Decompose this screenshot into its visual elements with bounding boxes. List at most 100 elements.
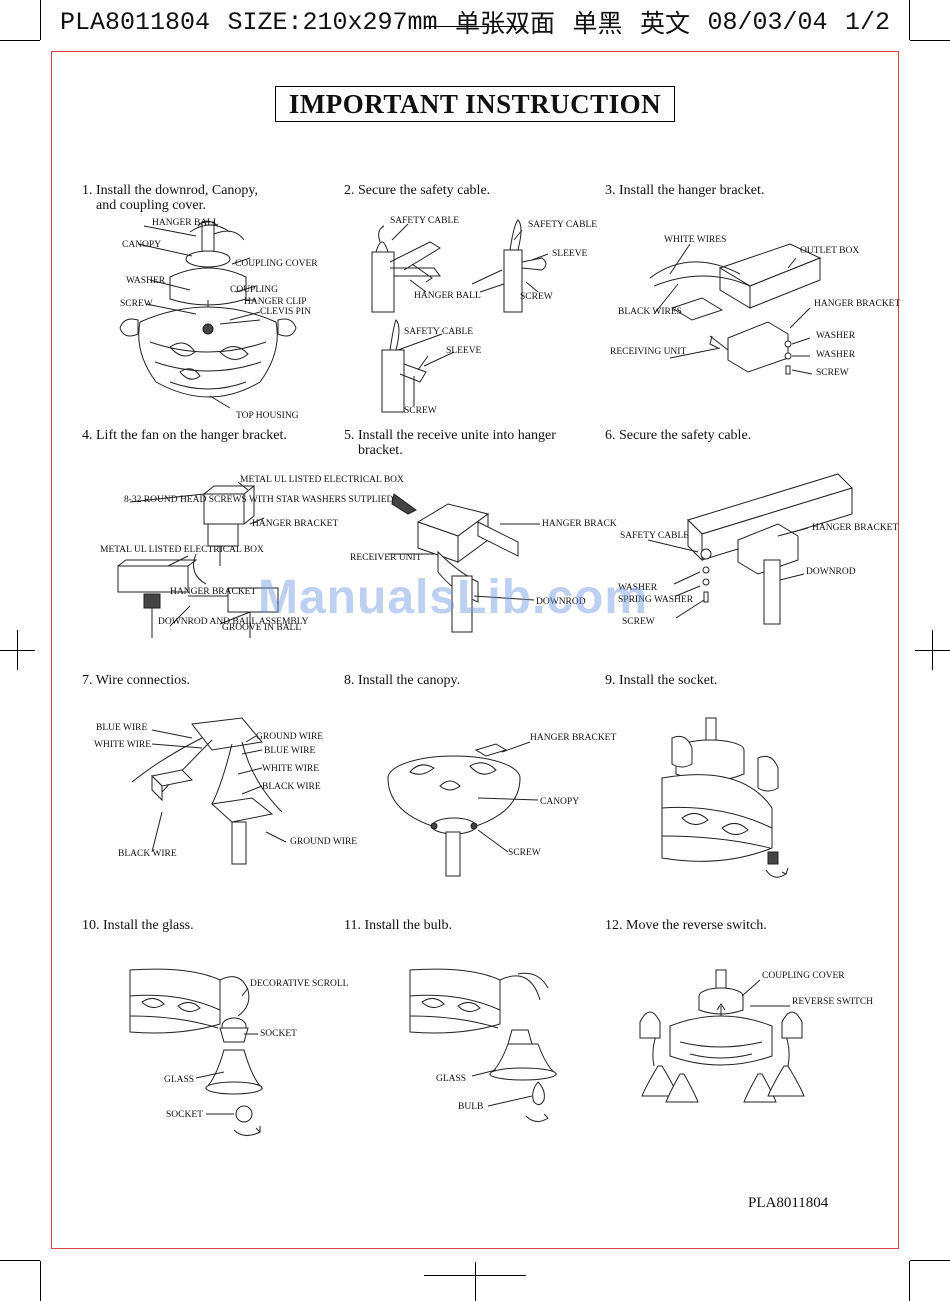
step-5-title: 5. Install the receive unite into hanger…	[344, 428, 556, 458]
label-hanger-clip: HANGER CLIP	[244, 297, 307, 307]
crop-mark	[910, 40, 950, 41]
label-safety-cable-b: SAFETY CABLE	[528, 220, 597, 230]
label-screw: SCREW	[816, 368, 849, 378]
step-12: 12. Move the reverse switch.	[605, 918, 855, 933]
watermark: ManualsLib.com	[258, 571, 649, 624]
label-downrod: DOWNROD	[806, 567, 856, 577]
label-blue-wire-b: BLUE WIRE	[264, 746, 315, 756]
crop-mark	[17, 630, 18, 670]
label-hanger-bracket: HANGER BRACKET	[812, 523, 898, 533]
header-color: 单黑	[572, 11, 623, 40]
step-3-title: 3. Install the hanger bracket.	[605, 183, 765, 198]
step-6: 6. Secure the safety cable.	[605, 428, 855, 443]
step-11: 11. Install the bulb.	[344, 918, 594, 933]
label-round-head-screws: 8-32 ROUND HEAD SCREWS WITH STAR WASHERS…	[124, 495, 394, 505]
step-11-title: 11. Install the bulb.	[344, 918, 452, 933]
label-spring-washer: SPRING WASHER	[618, 595, 694, 605]
label-hanger-bracket-a: HANGER BRACKET	[252, 519, 338, 529]
label-canopy: CANOPY	[122, 240, 161, 250]
label-ground-wire-a: GROUND WIRE	[256, 732, 323, 742]
label-glass: GLASS	[164, 1075, 194, 1085]
header-code: PLA8011804	[60, 7, 211, 37]
label-hanger-bracket: HANGER BRACKET	[530, 733, 616, 743]
label-hanger-bracket-b: HANGER BRACKET	[170, 587, 256, 597]
label-hanger-ball: HANGER BALL	[152, 218, 219, 228]
crop-mark	[0, 40, 40, 41]
header-sides: 单张双面	[455, 11, 556, 40]
label-canopy: CANOPY	[540, 797, 579, 807]
label-white-wire-b: WHITE WIRE	[262, 764, 319, 774]
page-frame	[51, 51, 899, 1249]
figure-4-lift-fan: METAL UL LISTED ELECTRICAL BOX 8-32 ROUN…	[100, 475, 404, 638]
label-safety-cable-c: SAFETY CABLE	[404, 327, 473, 337]
label-safety-cable: SAFETY CABLE	[620, 531, 689, 541]
label-blue-wire-a: BLUE WIRE	[96, 723, 147, 733]
step-9-title: 9. Install the socket.	[605, 673, 718, 688]
figure-6-safety-cable-2: SAFETY CABLE HANGER BRACKET DOWNROD WASH…	[618, 473, 898, 627]
step-6-title: 6. Secure the safety cable.	[605, 428, 752, 443]
step-8-title: 8. Install the canopy.	[344, 673, 461, 688]
step-4: 4. Lift the fan on the hanger bracket.	[82, 428, 332, 443]
crop-mark	[475, 1262, 476, 1301]
crop-mark	[424, 26, 526, 27]
label-socket-b: SOCKET	[166, 1110, 203, 1120]
step-12-title: 12. Move the reverse switch.	[605, 918, 767, 933]
crop-mark	[40, 1261, 41, 1301]
crop-mark	[932, 630, 933, 670]
label-socket-a: SOCKET	[260, 1029, 297, 1039]
label-coupling-cover: COUPLING COVER	[235, 259, 318, 269]
label-top-housing: TOP HOUSING	[236, 411, 299, 421]
figure-3-hanger-bracket: WHITE WIRES OUTLET BOX BLACK WIRES HANGE…	[610, 235, 900, 378]
label-black-wire-a: BLACK WIRE	[262, 782, 321, 792]
label-downrod: DOWNROD	[536, 597, 586, 607]
crop-mark	[40, 0, 41, 40]
label-screw-b: SCREW	[404, 406, 437, 416]
step-1: 1. Install the downrod, Canopy, and coup…	[82, 183, 332, 213]
label-white-wires: WHITE WIRES	[664, 235, 726, 245]
label-sleeve-b: SLEEVE	[446, 346, 482, 356]
label-groove-in-ball: GROOVE IN BALL	[222, 623, 301, 633]
page-title: IMPORTANT INSTRUCTION	[275, 86, 675, 122]
step-2-title: 2. Secure the safety cable.	[344, 183, 491, 198]
header-language: 英文	[639, 11, 690, 40]
label-coupling-cover: COUPLING COVER	[762, 971, 845, 981]
label-screw-a: SCREW	[520, 292, 553, 302]
label-safety-cable-a: SAFETY CABLE	[390, 216, 459, 226]
label-ground-wire-b: GROUND WIRE	[290, 837, 357, 847]
step-5: 5. Install the receive unite into hanger…	[344, 428, 594, 458]
header-page: 1/2	[844, 7, 890, 37]
step-2: 2. Secure the safety cable.	[344, 183, 594, 198]
step-4-title: 4. Lift the fan on the hanger bracket.	[82, 428, 287, 443]
label-metal-ul-box-a: METAL UL LISTED ELECTRICAL BOX	[240, 475, 404, 485]
figure-12-reverse-switch: COUPLING COVER REVERSE SWITCH	[639, 969, 873, 1103]
step-10-title: 10. Install the glass.	[82, 918, 194, 933]
label-hanger-bracket: HANGER BRACKET	[814, 299, 900, 309]
step-8: 8. Install the canopy.	[344, 673, 594, 688]
crop-mark	[909, 0, 910, 40]
label-hanger-brack: HANGER BRACK	[542, 519, 617, 529]
label-screw: SCREW	[120, 299, 153, 309]
crop-mark	[910, 1260, 950, 1261]
label-sleeve-a: SLEEVE	[552, 249, 588, 259]
label-black-wires: BLACK WIRES	[618, 307, 682, 317]
label-glass: GLASS	[436, 1074, 466, 1084]
figure-11-bulb: GLASS BULB	[409, 968, 558, 1122]
label-reverse-switch: REVERSE SWITCH	[792, 997, 873, 1007]
label-washer: WASHER	[618, 583, 658, 593]
label-coupling: COUPLING	[230, 285, 278, 295]
step-7: 7. Wire connectios.	[82, 673, 332, 688]
label-downrod-assembly: DOWNROD AND BALL ASSEMBLY	[158, 617, 309, 627]
label-screw: SCREW	[508, 848, 541, 858]
figure-5-receiver-unit: HANGER BRACK RECEIVER UNIT DOWNROD	[350, 493, 617, 633]
figure-8-canopy: HANGER BRACKET CANOPY SCREW	[387, 733, 616, 877]
label-washer-a: WASHER	[816, 331, 856, 341]
label-outlet-box: OUTLET BOX	[800, 246, 859, 256]
figure-2-safety-cable: SAFETY CABLE SAFETY CABLE SLEEVE HANGER …	[371, 216, 597, 416]
footer-code: PLA8011804	[748, 1195, 829, 1211]
label-black-wire-b: BLACK WIRE	[118, 849, 177, 859]
step-7-title: 7. Wire connectios.	[82, 673, 191, 688]
label-screw: SCREW	[622, 617, 655, 627]
label-receiver-unit: RECEIVER UNIT	[350, 553, 422, 563]
figure-7-wire-connections: BLUE WIRE WHITE WIRE GROUND WIRE BLUE WI…	[94, 717, 357, 865]
label-metal-ul-box-b: METAL UL LISTED ELECTRICAL BOX	[100, 545, 264, 555]
